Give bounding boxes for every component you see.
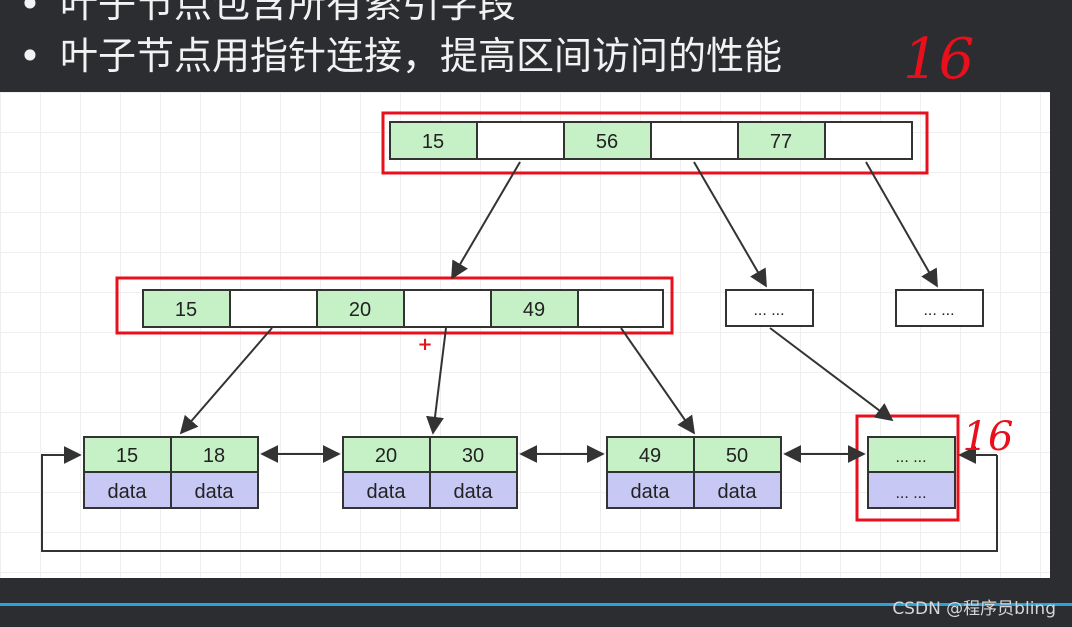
level2-to-leaf2-arrow [426, 327, 447, 435]
leaf1-key-2: 18 [203, 445, 225, 467]
level2-key-cell [142, 289, 231, 328]
bullet-marker: • [18, 34, 42, 78]
level2-key-1: 15 [175, 299, 197, 321]
footer-rule [0, 603, 1072, 606]
root-pointer-cell [650, 121, 739, 160]
placeholder-node-1 [725, 289, 814, 327]
root-pointer-cell [824, 121, 913, 160]
root-key-cell [389, 121, 478, 160]
btree-diagram-panel: 15 56 77 15 20 49 ... ... ... ... [0, 92, 1050, 578]
level2-key-2: 20 [349, 299, 371, 321]
level2-pointer-cell [577, 289, 664, 328]
leaf3-data-1: data [631, 481, 671, 503]
level2-key-cell [490, 289, 579, 328]
leaf-links [41, 445, 998, 552]
level2-key-3: 49 [523, 299, 545, 321]
leaf3-data-2: data [718, 481, 758, 503]
level2-highlight-box [115, 276, 674, 335]
placeholder-node-2 [895, 289, 984, 327]
leaf1-key-1: 15 [116, 445, 138, 467]
level2-pointer-cell [403, 289, 492, 328]
root-to-placeholder1-arrow [693, 161, 767, 288]
leaf1-data-2: data [195, 481, 235, 503]
root-key-cell [737, 121, 826, 160]
leaf4-key: ... ... [895, 449, 926, 466]
root-node: 15 56 77 [389, 121, 913, 160]
leaf3-key-1: 49 [639, 445, 661, 467]
placeholder-text-2: ... ... [923, 302, 954, 319]
leaf-node-3: 49 50 data data [606, 436, 782, 509]
leaf4-highlight-box [855, 414, 960, 522]
level2-node: 15 20 49 [142, 289, 664, 328]
bullet-2: • 叶子节点用指针连接，提高区间访问的性能 [0, 34, 782, 78]
leaf2-data-2: data [454, 481, 494, 503]
root-key-1: 15 [422, 131, 444, 153]
bullet-1-text: 叶子节点包含所有索引字段 [60, 0, 517, 26]
level2-key-cell [316, 289, 405, 328]
placeholder1-to-leaf4-arrow [769, 327, 894, 422]
root-key-cell [563, 121, 652, 160]
root-highlight-box [381, 111, 929, 175]
root-key-2: 56 [596, 131, 618, 153]
bullet-marker: • [18, 0, 42, 26]
root-to-level2-arrow [451, 161, 521, 280]
placeholder-text-1: ... ... [753, 302, 784, 319]
handwritten-annotation-2: 16 [963, 414, 1014, 460]
level2-to-leaf1-arrow [179, 327, 273, 435]
handwritten-annotation-1: 16 [903, 27, 975, 92]
leaf1-data-1: data [108, 481, 148, 503]
leaf2-key-2: 30 [462, 445, 484, 467]
btree-diagram: 15 56 77 15 20 49 ... ... ... ... [41, 111, 1014, 552]
leaf2-key-1: 20 [375, 445, 397, 467]
leaf-node-2: 20 30 data data [342, 436, 518, 509]
leaf2-data-1: data [367, 481, 407, 503]
leaf-node-1: 15 18 data data [83, 436, 259, 509]
bullet-1: • 叶子节点包含所有索引字段 [0, 0, 516, 26]
leaf-node-4: ... ... ... ... [867, 436, 956, 509]
root-to-placeholder2-arrow [865, 161, 938, 288]
bullet-2-text: 叶子节点用指针连接，提高区间访问的性能 [60, 34, 783, 78]
cursor-plus-mark: + [417, 334, 432, 355]
tree-arrows [179, 161, 938, 435]
level2-pointer-cell [229, 289, 318, 328]
wraparound-link [41, 446, 998, 552]
leaf4-data: ... ... [895, 485, 926, 502]
watermark: CSDN @程序员bling [892, 599, 1056, 619]
root-pointer-cell [476, 121, 565, 160]
leaf3-key-2: 50 [726, 445, 748, 467]
level2-to-leaf3-arrow [620, 327, 696, 435]
root-key-3: 77 [770, 131, 792, 153]
